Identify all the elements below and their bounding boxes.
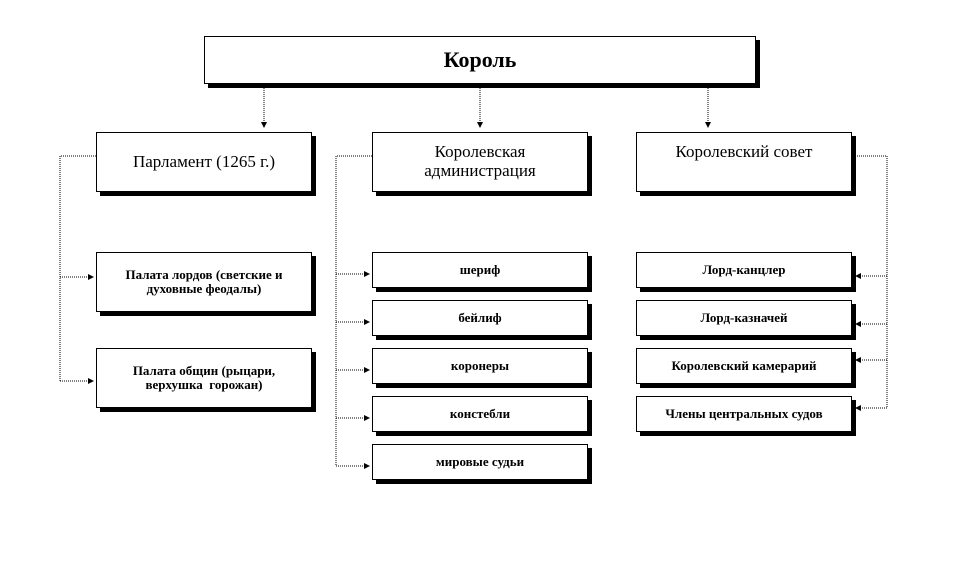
- council-item-lord-chancellor: Лорд-канцлер: [636, 252, 852, 288]
- council-item-label: Лорд-казначей: [700, 309, 788, 325]
- admin-item-bailiff: бейлиф: [372, 300, 588, 336]
- parliament-bracket: [59, 155, 96, 381]
- admin-item-label: констебли: [449, 405, 511, 421]
- administration-bracket: [335, 155, 372, 466]
- council-item-label: Лорд-канцлер: [702, 261, 786, 277]
- parliament-box: Парламент (1265 г.): [96, 132, 312, 192]
- council-bracket: [853, 155, 888, 408]
- council-item-label: Королевский камерарий: [671, 357, 817, 373]
- admin-item-label: коронеры: [450, 357, 510, 373]
- administration-label: Королевская администрация: [424, 142, 536, 180]
- house-of-commons-box: Палата общин (рыцари, верхушка горожан): [96, 348, 312, 408]
- king-label: Король: [443, 46, 517, 72]
- council-item-lord-treasurer: Лорд-казначей: [636, 300, 852, 336]
- council-item-chamberlain: Королевский камерарий: [636, 348, 852, 384]
- house-of-lords-label: Палата лордов (светские и духовные феода…: [125, 266, 283, 296]
- king-box: Король: [204, 36, 756, 84]
- house-of-lords-box: Палата лордов (светские и духовные феода…: [96, 252, 312, 312]
- admin-item-label: бейлиф: [458, 309, 502, 325]
- admin-item-sheriff: шериф: [372, 252, 588, 288]
- council-box: Королевский совет: [636, 132, 852, 192]
- parliament-label: Парламент (1265 г.): [132, 151, 276, 171]
- council-item-central-courts: Члены центральных судов: [636, 396, 852, 432]
- admin-item-label: мировые судьи: [435, 453, 525, 469]
- admin-item-justices-of-peace: мировые судьи: [372, 444, 588, 480]
- administration-box: Королевская администрация: [372, 132, 588, 192]
- council-label: Королевский совет: [675, 142, 813, 161]
- admin-item-constables: констебли: [372, 396, 588, 432]
- admin-item-label: шериф: [459, 261, 501, 277]
- council-item-label: Члены центральных судов: [665, 405, 823, 421]
- admin-item-coroners: коронеры: [372, 348, 588, 384]
- house-of-commons-label: Палата общин (рыцари, верхушка горожан): [132, 362, 279, 392]
